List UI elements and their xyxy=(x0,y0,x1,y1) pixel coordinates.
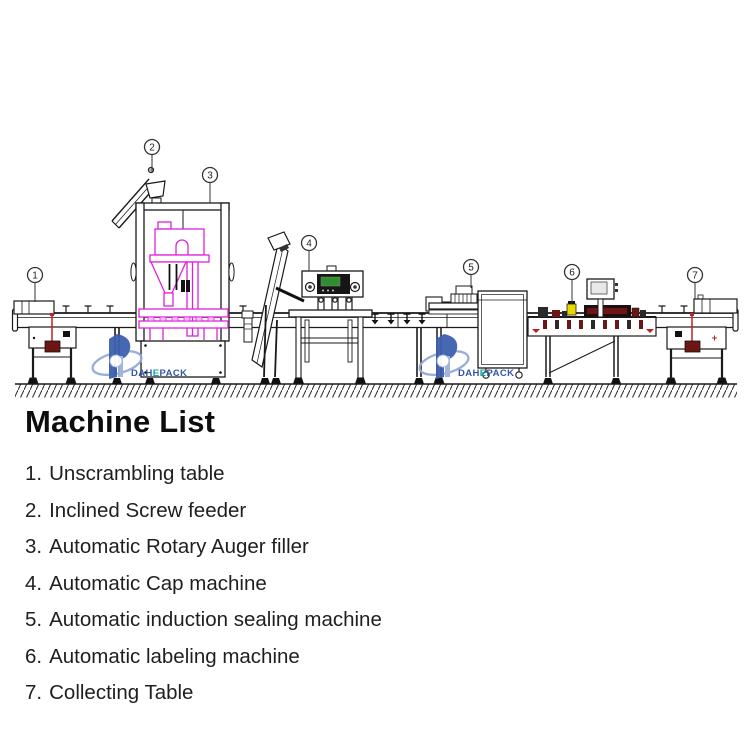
callout-2: 2 xyxy=(143,138,161,173)
spindle-motor xyxy=(44,340,61,353)
capper-head xyxy=(301,265,364,310)
auger-shaft-bolts xyxy=(168,264,178,290)
svg-text:6: 6 xyxy=(569,268,575,279)
dahepack-watermark-1: DAHEPACK xyxy=(91,334,187,379)
machine-list-item-1: 1.Unscrambling table xyxy=(25,462,225,485)
svg-text:4: 4 xyxy=(306,239,312,250)
machine-list-item-7: 7.Collecting Table xyxy=(25,681,194,704)
machine-line-diagram: 1 2 3 4 5 6 7 xyxy=(11,138,739,398)
caster-wheel xyxy=(515,371,523,379)
callout-1: 1 xyxy=(26,266,44,302)
machine-6-labeling-machine xyxy=(527,278,657,384)
machine-list-item-2: 2.Inclined Screw feeder xyxy=(25,498,247,522)
machine-3-auger-filler-frame xyxy=(130,202,235,384)
dahepack-logo-icon xyxy=(436,334,458,379)
callout-6: 6 xyxy=(563,263,581,304)
machine-5-induction-sealer xyxy=(425,285,528,385)
machine-list-item-6: 6.Automatic labeling machine xyxy=(25,644,300,668)
machine-list-item-5: 5.Automatic induction sealing machine xyxy=(25,608,382,631)
machine-1-unscrambling-table xyxy=(13,300,77,385)
sealing-bar xyxy=(428,302,481,310)
monitor-screen xyxy=(590,281,608,295)
labeler-legs xyxy=(545,336,619,377)
svg-text:5: 5 xyxy=(468,263,474,274)
svg-text:2: 2 xyxy=(149,143,155,154)
watermark-text: DAHEPACK xyxy=(458,368,514,379)
ground xyxy=(15,383,737,398)
svg-text:7: 7 xyxy=(692,271,698,282)
machine-7-collecting-table xyxy=(665,294,738,385)
red-marker xyxy=(712,335,717,341)
machine-list: Machine List 1.Unscrambling table 2.Incl… xyxy=(25,404,665,712)
callout-3: 3 xyxy=(201,166,219,203)
bottles-on-conveyor xyxy=(370,313,427,326)
machine-4-cap-machine xyxy=(241,231,373,385)
filler-base-cabinet xyxy=(140,340,226,384)
callout-5: 5 xyxy=(462,258,480,288)
feeder-hopper xyxy=(145,180,166,199)
capper-display-screen xyxy=(320,276,341,287)
label-sensor xyxy=(566,303,577,316)
callout-7: 7 xyxy=(686,266,704,299)
feeder-inlet-clamp xyxy=(147,166,155,174)
dahepack-logo-icon xyxy=(109,334,131,379)
labeler-rollers xyxy=(543,320,643,329)
capper-bench xyxy=(288,309,373,385)
callout-4: 4 xyxy=(300,234,318,271)
labeler-control-monitor xyxy=(586,278,618,318)
caster-wheel xyxy=(482,371,490,379)
machine-list-items: 1.Unscrambling table 2.Inclined Screw fe… xyxy=(25,456,665,712)
svg-text:3: 3 xyxy=(207,171,213,182)
spindle-motor xyxy=(684,340,701,353)
watermark-text: DAHEPACK xyxy=(131,368,187,379)
capper-grippers xyxy=(317,297,353,310)
machine-list-item-3: 3.Automatic Rotary Auger filler xyxy=(25,535,309,558)
svg-text:1: 1 xyxy=(32,271,38,282)
sealer-cabinet xyxy=(477,290,528,379)
sealer-head-mount xyxy=(455,285,473,295)
dahepack-watermark-2: DAHEPACK xyxy=(418,334,514,379)
machine-list-item-4: 4.Automatic Cap machine xyxy=(25,571,267,595)
callouts: 1 2 3 4 5 6 7 xyxy=(26,138,704,304)
machine-list-title: Machine List xyxy=(25,404,216,439)
auger-filler-highlight xyxy=(138,221,229,340)
